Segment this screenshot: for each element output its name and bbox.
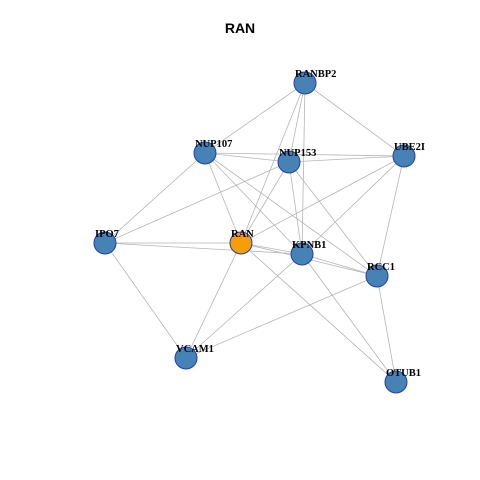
edge-nup107-nup153: [204, 152, 290, 163]
node-label: OTUB1: [386, 368, 421, 379]
node-label: NUP153: [279, 148, 316, 159]
edge-nup153-rcc1: [288, 161, 378, 277]
edge-ranbp2-nup153: [288, 82, 306, 163]
node-circle[interactable]: [93, 231, 117, 255]
node-circle[interactable]: [277, 150, 301, 174]
node-label: RAN: [231, 229, 254, 240]
edge-nup107-kpnb1: [204, 152, 303, 255]
node-circle[interactable]: [174, 346, 198, 370]
edge-nup107-ran: [204, 152, 242, 244]
node-circle[interactable]: [290, 242, 314, 266]
node-label: KPNB1: [292, 240, 326, 251]
node-label: VCAM1: [176, 344, 214, 355]
node-circle[interactable]: [193, 141, 217, 165]
edge-nup153-ipo7: [104, 161, 290, 244]
node-label: UBE2I: [394, 142, 425, 153]
edge-layer: [104, 82, 405, 383]
edge-rcc1-vcam1: [185, 275, 378, 359]
edge-ube2i-kpnb1: [301, 155, 405, 255]
edge-ran-otub1: [240, 242, 397, 383]
node-nup107[interactable]: NUP107: [193, 139, 232, 165]
node-ipo7[interactable]: IPO7: [93, 229, 119, 255]
edge-nup153-ube2i: [288, 155, 405, 163]
edge-kpnb1-vcam1: [185, 253, 303, 359]
node-circle[interactable]: [384, 370, 408, 394]
node-ran[interactable]: RAN: [229, 229, 254, 255]
edge-ranbp2-ube2i: [304, 82, 405, 157]
node-circle[interactable]: [229, 231, 253, 255]
edge-ipo7-vcam1: [104, 242, 187, 359]
edge-nup153-kpnb1: [288, 161, 303, 255]
edge-kpnb1-rcc1: [301, 253, 378, 277]
edge-ranbp2-kpnb1: [301, 82, 306, 255]
node-label: NUP107: [195, 139, 232, 150]
node-circle[interactable]: [293, 71, 317, 95]
edge-nup107-ipo7: [104, 152, 206, 244]
node-circle[interactable]: [365, 264, 389, 288]
node-vcam1[interactable]: VCAM1: [174, 344, 214, 370]
node-label: RCC1: [367, 262, 395, 273]
node-circle[interactable]: [392, 144, 416, 168]
edge-nup107-rcc1: [204, 152, 378, 277]
edge-kpnb1-otub1: [301, 253, 397, 383]
edge-ranbp2-ran: [240, 82, 306, 244]
node-ranbp2[interactable]: RANBP2: [293, 69, 336, 95]
node-label: IPO7: [95, 229, 119, 240]
edge-ube2i-ran: [240, 155, 405, 244]
edge-ipo7-kpnb1: [104, 242, 303, 255]
edge-ran-vcam1: [185, 242, 242, 359]
edge-nup153-ran: [240, 161, 290, 244]
edge-rcc1-otub1: [376, 275, 397, 383]
edge-ranbp2-nup107: [204, 82, 306, 154]
node-nup153[interactable]: NUP153: [277, 148, 316, 174]
node-kpnb1[interactable]: KPNB1: [290, 240, 326, 266]
node-rcc1[interactable]: RCC1: [365, 262, 395, 288]
edge-nup107-ube2i: [204, 152, 405, 157]
graph-title: RAN: [224, 20, 256, 36]
node-label: RANBP2: [295, 69, 336, 80]
node-otub1[interactable]: OTUB1: [384, 368, 421, 394]
node-ube2i[interactable]: UBE2I: [392, 142, 425, 168]
edge-ube2i-rcc1: [376, 155, 405, 277]
